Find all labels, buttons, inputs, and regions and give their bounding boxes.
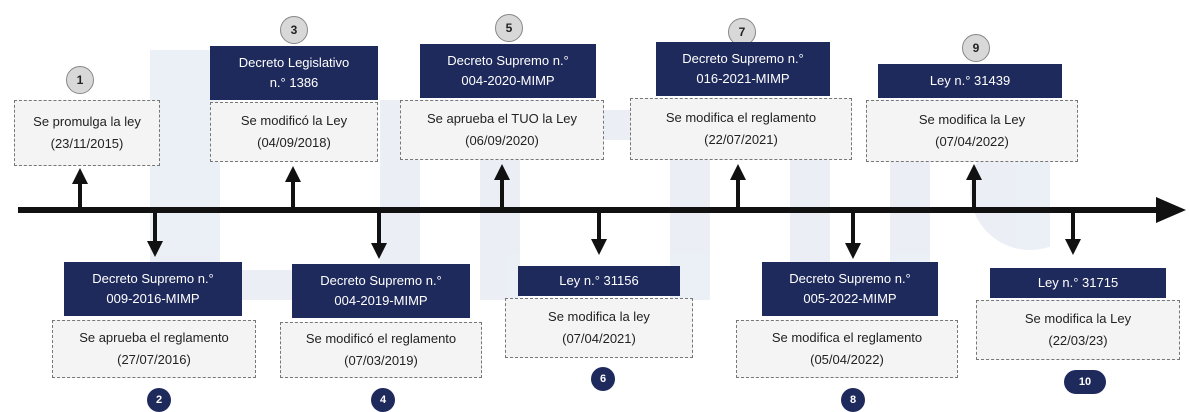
event-3-description: Se modificó la Ley (04/09/2018) bbox=[210, 102, 378, 162]
timeline-arrowhead-icon bbox=[1156, 197, 1186, 223]
event-2-badge: 2 bbox=[147, 388, 171, 412]
event-10-number: 10 bbox=[1078, 376, 1092, 388]
event-4-description: Se modificó el reglamento (07/03/2019) bbox=[280, 322, 482, 378]
event-10-date: (22/03/23) bbox=[1048, 333, 1108, 348]
event-9-description: Se modifica la Ley (07/04/2022) bbox=[866, 100, 1078, 162]
event-2-description: Se aprueba el reglamento (27/07/2016) bbox=[52, 320, 256, 378]
event-3-badge: 3 bbox=[280, 16, 308, 44]
event-3-number: 3 bbox=[290, 23, 298, 37]
event-1-text: Se promulga la ley bbox=[33, 114, 141, 129]
event-9-badge: 9 bbox=[962, 34, 990, 62]
event-7-number: 7 bbox=[738, 25, 746, 39]
event-4-text: Se modificó el reglamento bbox=[305, 331, 457, 346]
event-6-title: Ley n.° 31156 bbox=[518, 266, 680, 296]
event-2-text: Se aprueba el reglamento bbox=[79, 330, 229, 345]
event-6-text: Se modifica la ley bbox=[548, 309, 650, 324]
event-2-date: (27/07/2016) bbox=[117, 352, 191, 367]
event-6-description: Se modifica la ley (07/04/2021) bbox=[505, 298, 693, 358]
event-4-number: 4 bbox=[379, 394, 387, 406]
event-10-description: Se modifica la Ley (22/03/23) bbox=[976, 300, 1180, 360]
event-2-connector bbox=[153, 212, 157, 242]
event-10-title: Ley n.° 31715 bbox=[990, 268, 1166, 298]
event-7-title: Decreto Supremo n.° 016-2021-MIMP bbox=[656, 42, 830, 96]
event-6-date: (07/04/2021) bbox=[562, 331, 636, 346]
event-5-text: Se aprueba el TUO la Ley bbox=[426, 111, 578, 126]
event-10-badge: 10 bbox=[1064, 370, 1106, 394]
event-5-arrow-up-icon bbox=[494, 164, 510, 180]
event-4-badge: 4 bbox=[371, 388, 395, 412]
event-2-number: 2 bbox=[155, 394, 163, 406]
event-9-connector bbox=[972, 179, 976, 208]
event-5-number: 5 bbox=[505, 21, 513, 35]
event-7-text: Se modifica el reglamento bbox=[665, 110, 817, 125]
event-9-number: 9 bbox=[972, 41, 980, 55]
event-4-connector bbox=[377, 212, 381, 244]
event-9-text: Se modifica la Ley bbox=[918, 112, 1026, 127]
event-8-text: Se modifica el reglamento bbox=[771, 330, 923, 345]
event-10-connector bbox=[1071, 212, 1075, 240]
event-5-date: (06/09/2020) bbox=[465, 133, 539, 148]
event-10-text: Se modifica la Ley bbox=[1024, 311, 1132, 326]
timeline-axis bbox=[18, 207, 1158, 213]
event-5-title: Decreto Supremo n.° 004-2020-MIMP bbox=[420, 44, 596, 98]
event-4-date: (07/03/2019) bbox=[344, 353, 418, 368]
event-9-date: (07/04/2022) bbox=[935, 134, 1009, 149]
event-10-arrow-down-icon bbox=[1065, 239, 1081, 255]
event-4-title: Decreto Supremo n.° 004-2019-MIMP bbox=[292, 264, 470, 318]
event-8-connector bbox=[851, 212, 855, 244]
event-6-number: 6 bbox=[599, 373, 607, 385]
event-8-title: Decreto Supremo n.° 005-2022-MIMP bbox=[762, 262, 938, 316]
event-5-description: Se aprueba el TUO la Ley (06/09/2020) bbox=[400, 100, 604, 160]
event-4-arrow-down-icon bbox=[371, 243, 387, 259]
event-3-title: Decreto Legislativo n.° 1386 bbox=[210, 46, 378, 100]
event-1-number: 1 bbox=[76, 73, 84, 87]
event-8-number: 8 bbox=[849, 394, 857, 406]
event-1-description: Se promulga la ley (23/11/2015) bbox=[14, 100, 160, 166]
event-2-arrow-down-icon bbox=[147, 241, 163, 257]
event-5-badge: 5 bbox=[495, 14, 523, 42]
event-7-date: (22/07/2021) bbox=[704, 132, 778, 147]
event-9-arrow-up-icon bbox=[966, 164, 982, 180]
event-7-arrow-up-icon bbox=[730, 164, 746, 180]
event-1-date: (23/11/2015) bbox=[50, 136, 124, 151]
event-8-date: (05/04/2022) bbox=[810, 352, 884, 367]
event-6-arrow-down-icon bbox=[591, 239, 607, 255]
event-2-title: Decreto Supremo n.° 009-2016-MIMP bbox=[64, 262, 242, 316]
event-7-connector bbox=[736, 179, 740, 208]
event-8-arrow-down-icon bbox=[845, 243, 861, 259]
event-3-text: Se modificó la Ley bbox=[240, 113, 348, 128]
event-5-connector bbox=[500, 179, 504, 208]
event-3-connector bbox=[291, 181, 295, 208]
event-3-date: (04/09/2018) bbox=[257, 135, 331, 150]
event-8-badge: 8 bbox=[841, 388, 865, 412]
event-3-arrow-up-icon bbox=[285, 166, 301, 182]
event-7-description: Se modifica el reglamento (22/07/2021) bbox=[630, 98, 852, 160]
event-9-title: Ley n.° 31439 bbox=[878, 64, 1062, 98]
event-1-connector bbox=[78, 183, 82, 208]
event-1-arrow-up-icon bbox=[72, 168, 88, 184]
event-6-badge: 6 bbox=[591, 367, 615, 391]
event-1-badge: 1 bbox=[66, 66, 94, 94]
event-8-description: Se modifica el reglamento (05/04/2022) bbox=[736, 320, 958, 378]
event-6-connector bbox=[597, 212, 601, 240]
